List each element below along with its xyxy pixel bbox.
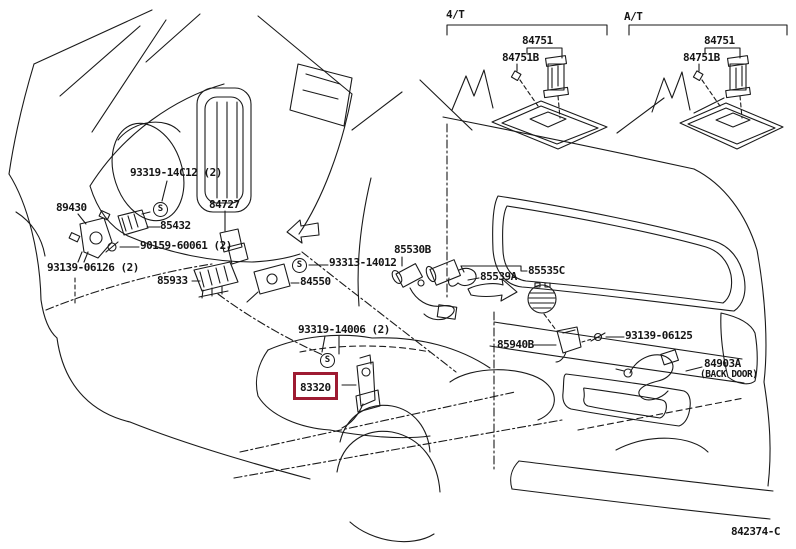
part-label-93139-06125[interactable]: 93139-06125 [625, 329, 693, 342]
part-label-93319-14c12[interactable]: 93319-14C12 (2) [130, 166, 222, 179]
part-label-89430[interactable]: 89430 [56, 201, 87, 214]
screw-symbol-icon: S [292, 258, 307, 273]
part-label-85933[interactable]: 85933 [157, 274, 188, 287]
part-label-93319-14006[interactable]: 93319-14006 (2) [298, 323, 390, 336]
part-label-84751b-4t[interactable]: 84751B [502, 51, 539, 64]
front-components-art [68, 209, 320, 303]
part-label-93139-06126[interactable]: 93139-06126 (2) [47, 261, 139, 274]
part-label-84727[interactable]: 84727 [209, 198, 240, 211]
part-label-85530b[interactable]: 85530B [394, 243, 431, 256]
rear-components-art [341, 259, 680, 429]
part-label-90159-60061[interactable]: 90159-60061 (2) [140, 239, 232, 252]
highlighted-part-box-83320[interactable]: 83320 [293, 372, 338, 400]
part-label-84903a[interactable]: 84903A [704, 357, 741, 370]
part-label-84751-at[interactable]: 84751 [704, 34, 735, 47]
part-label-84751b-at[interactable]: 84751B [683, 51, 720, 64]
variant-label-at: A/T [624, 10, 643, 23]
screw-symbol-icon: S [320, 353, 335, 368]
part-label-93313-14012[interactable]: 93313-14012 [329, 256, 397, 269]
figure-code: 842374-C [731, 525, 780, 538]
part-label-84550[interactable]: 84550 [300, 275, 331, 288]
part-label-84751-4t[interactable]: 84751 [522, 34, 553, 47]
console-detail-art [446, 24, 788, 150]
rear-view-art [233, 79, 774, 543]
leader-lines [77, 180, 703, 386]
highlighted-part-number: 83320 [300, 381, 331, 394]
front-cutaway-art [8, 9, 457, 480]
part-label-85539a[interactable]: 85539A [480, 270, 517, 283]
part-label-85940b[interactable]: 85940B [497, 338, 534, 351]
part-label-84903a-note[interactable]: (BACK DOOR) [700, 369, 758, 380]
part-label-85535c[interactable]: 85535C [528, 264, 565, 277]
variant-label-4t: 4/T [446, 8, 465, 21]
part-label-85432[interactable]: 85432 [160, 219, 191, 232]
screw-symbol-icon: S [153, 202, 168, 217]
